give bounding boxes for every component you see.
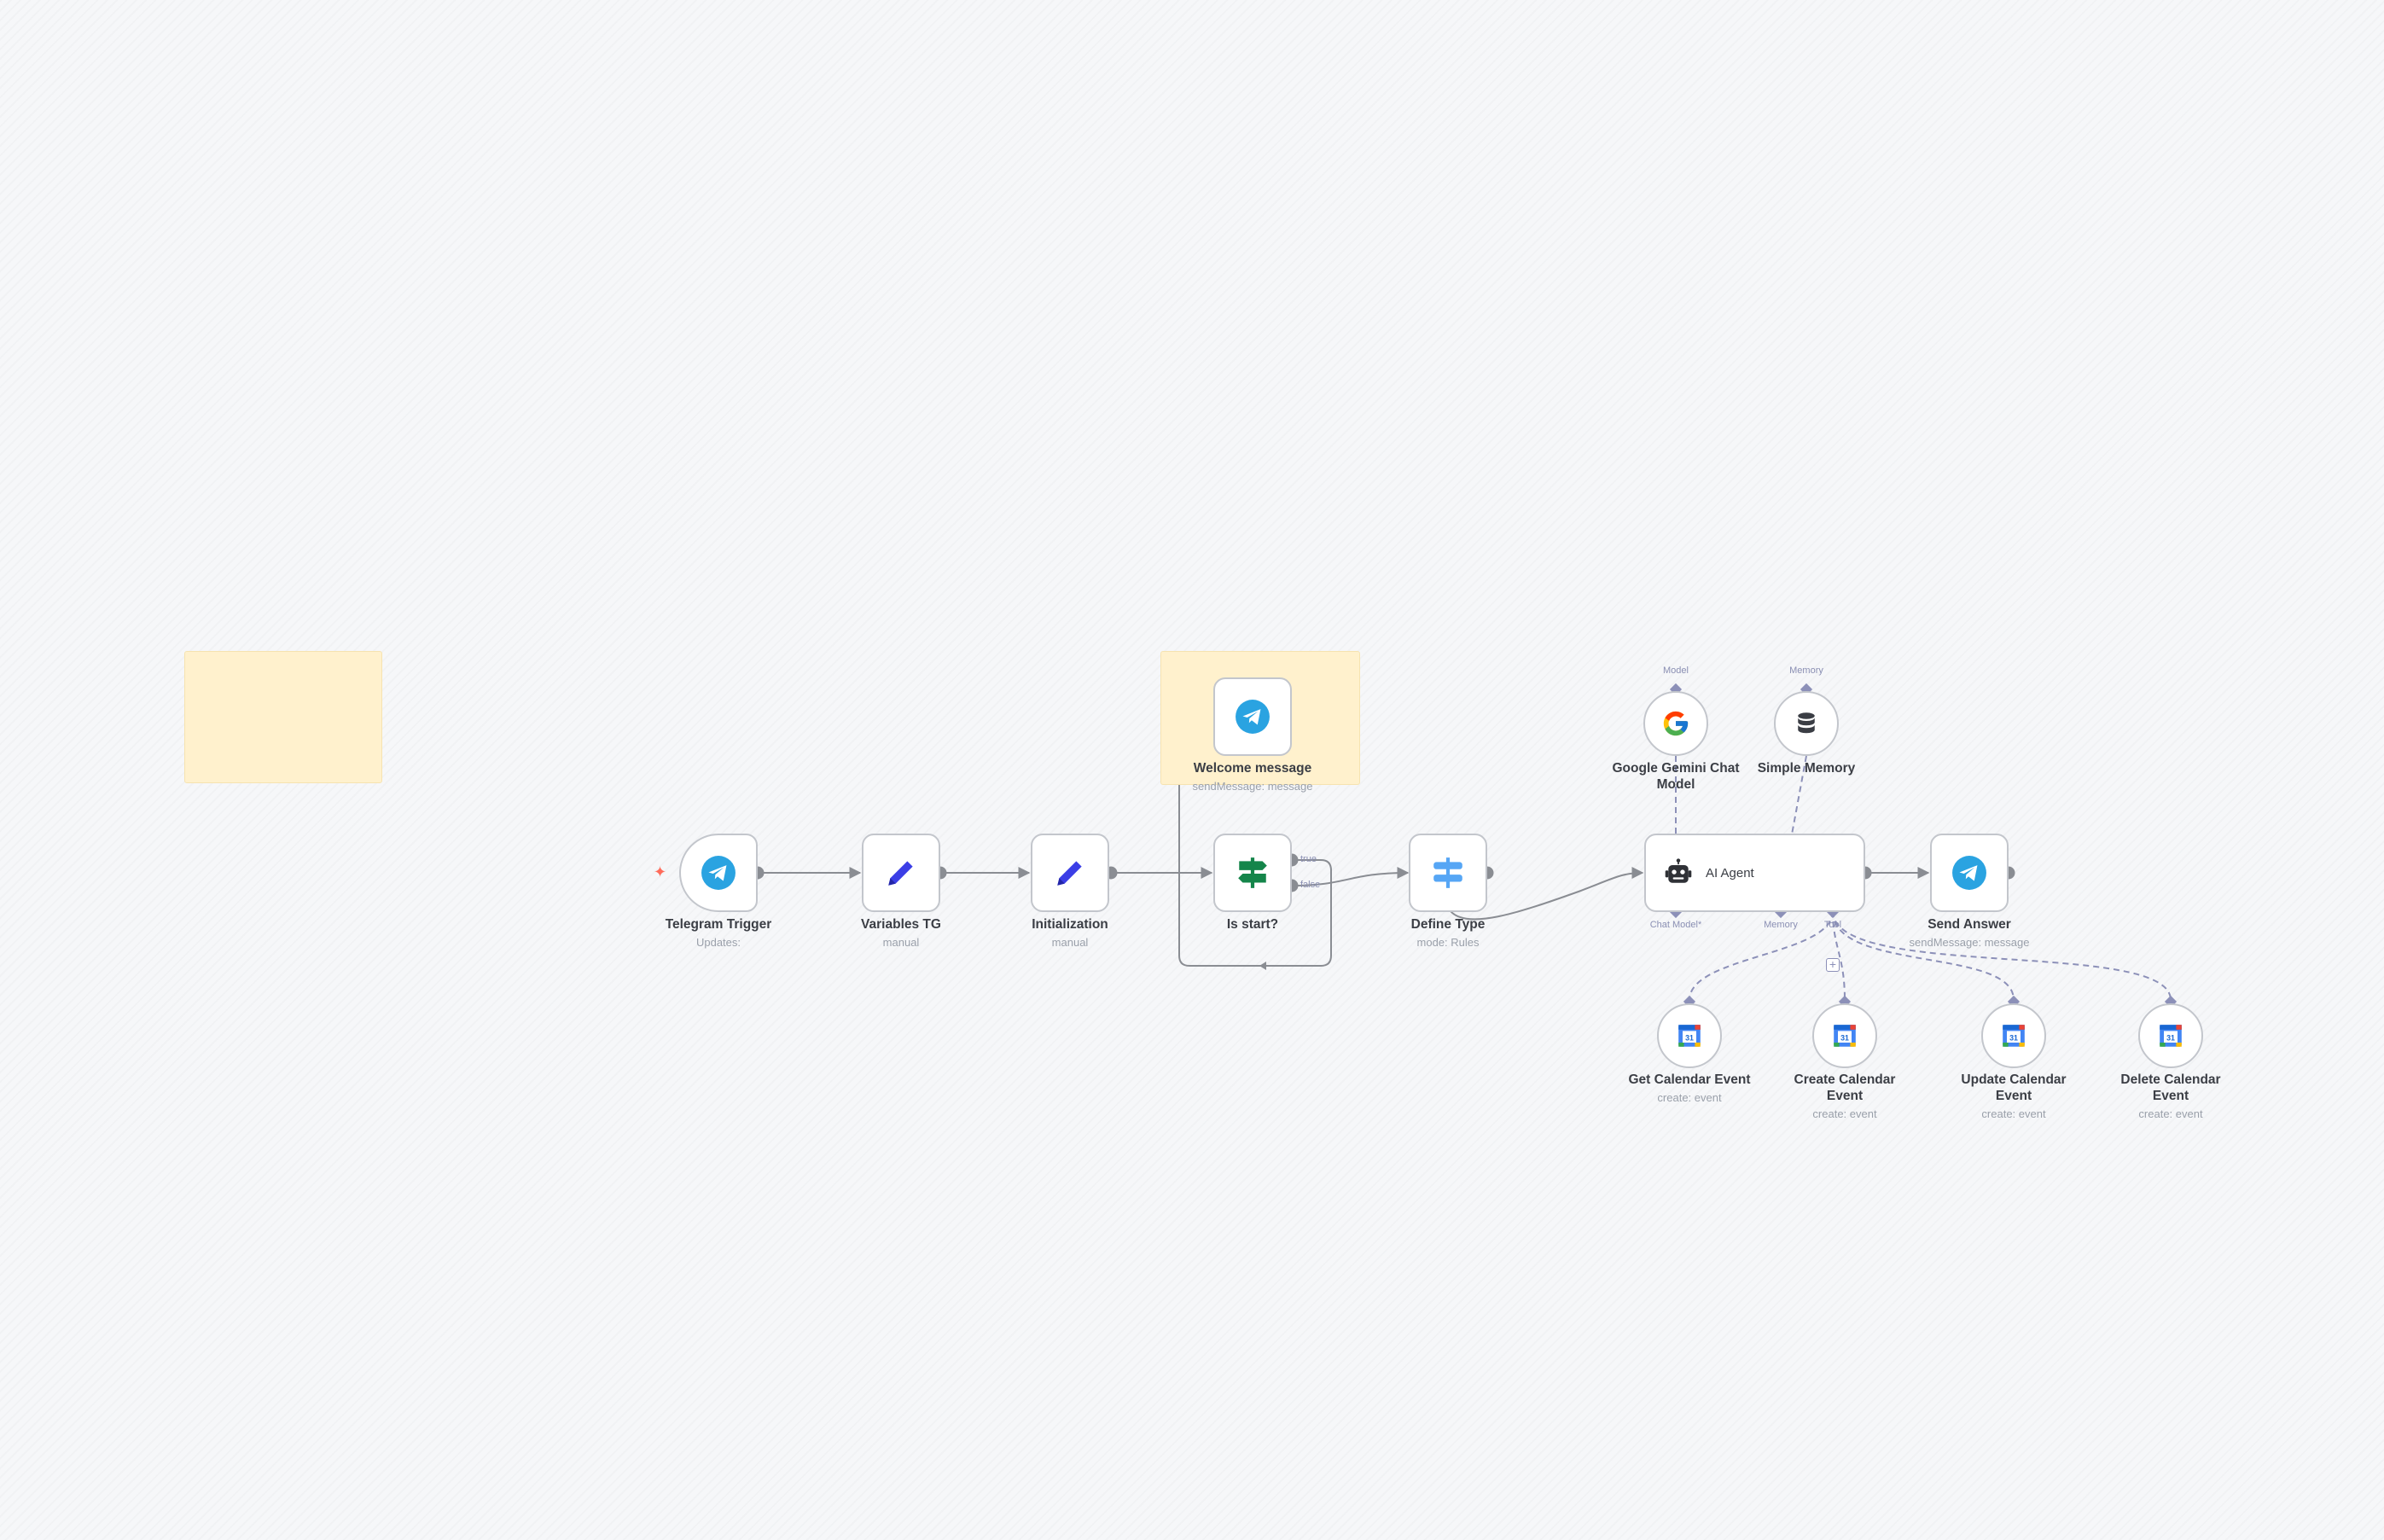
calendar-icon: 31 <box>1834 1025 1856 1047</box>
database-icon <box>1798 712 1815 734</box>
node-label: Is start? <box>1226 917 1279 932</box>
svg-text:31: 31 <box>1685 1034 1694 1043</box>
node-send-answer[interactable] <box>1930 834 2009 912</box>
sub-connection-create-event[interactable] <box>1832 910 1846 1001</box>
node-subtitle: create: event <box>2138 1107 2203 1120</box>
telegram-icon <box>1952 856 1986 890</box>
output-label-false: false <box>1300 880 1321 890</box>
node-label: Send Answer <box>1928 917 2011 932</box>
svg-text:31: 31 <box>1840 1034 1849 1043</box>
node-label: Welcome message <box>1193 761 1312 776</box>
node-google-gemini[interactable] <box>1643 691 1708 756</box>
port-label-memory: Memory <box>1789 665 1823 676</box>
node-define-type[interactable] <box>1409 834 1487 912</box>
pencil-icon <box>1057 861 1082 886</box>
add-tool-plus-icon[interactable]: + <box>1826 958 1840 972</box>
telegram-icon <box>1236 700 1270 734</box>
node-subtitle: manual <box>882 936 920 949</box>
sticky-note[interactable] <box>184 651 382 783</box>
port-label-memory: Memory <box>1764 920 1798 930</box>
connection-define-agent[interactable] <box>1450 867 1644 921</box>
node-ai-agent[interactable]: AI Agent <box>1644 834 1865 912</box>
node-label: Get Calendar Event <box>1628 1072 1751 1087</box>
node-subtitle: create: event <box>1657 1091 1722 1104</box>
node-label: Define Type <box>1410 917 1486 932</box>
robot-icon <box>1665 858 1692 883</box>
node-label: Variables TG <box>861 917 941 932</box>
port-label-model: Model <box>1663 665 1689 676</box>
node-subtitle: Updates: <box>695 936 741 949</box>
node-subtitle: manual <box>1051 936 1089 949</box>
calendar-icon: 31 <box>2160 1025 2182 1047</box>
node-label: Initialization <box>1032 917 1108 932</box>
node-label: Delete Calendar Event <box>2120 1072 2221 1103</box>
trigger-bolt-icon: ✦ <box>654 863 667 880</box>
node-subtitle: mode: Rules <box>1416 936 1480 949</box>
node-subtitle: create: event <box>1981 1107 2046 1120</box>
node-update-calendar-event[interactable]: 31 <box>1981 1003 2046 1068</box>
node-telegram-trigger[interactable] <box>679 834 758 912</box>
google-icon <box>1663 711 1689 736</box>
pencil-icon <box>888 861 913 886</box>
node-delete-calendar-event[interactable]: 31 <box>2138 1003 2203 1068</box>
node-simple-memory[interactable] <box>1774 691 1839 756</box>
signpost-icon <box>1238 857 1267 888</box>
node-subtitle: sendMessage: message <box>1909 936 2030 949</box>
ai-agent-title: AI Agent <box>1706 865 1754 880</box>
sub-connection-memory[interactable] <box>1791 755 1807 835</box>
calendar-icon: 31 <box>1678 1025 1701 1047</box>
sub-connection-update-event[interactable] <box>1832 910 2015 1001</box>
switch-icon <box>1433 857 1462 888</box>
node-label: Simple Memory <box>1757 761 1856 776</box>
telegram-icon <box>701 856 736 890</box>
node-label: Update Calendar Event <box>1961 1072 2067 1103</box>
sub-connection-delete-event[interactable] <box>1832 910 2172 1001</box>
svg-text:31: 31 <box>2166 1034 2175 1043</box>
connection-isstart-false-define[interactable] <box>1291 867 1410 886</box>
node-create-calendar-event[interactable]: 31 <box>1812 1003 1877 1068</box>
node-label: Google Gemini Chat Model <box>1612 761 1740 792</box>
calendar-icon: 31 <box>2003 1025 2025 1047</box>
output-label-true: true <box>1300 854 1317 864</box>
node-welcome-message[interactable] <box>1213 677 1292 756</box>
svg-text:31: 31 <box>2009 1034 2018 1043</box>
port-label-tool: Tool <box>1823 920 1842 930</box>
node-initialization[interactable] <box>1031 834 1109 912</box>
node-get-calendar-event[interactable]: 31 <box>1657 1003 1722 1068</box>
node-subtitle: sendMessage: message <box>1192 780 1313 793</box>
node-label: Telegram Trigger <box>665 917 772 932</box>
port-label-chat-model: Chat Model* <box>1649 920 1702 930</box>
node-variables-tg[interactable] <box>862 834 940 912</box>
node-subtitle: create: event <box>1812 1107 1877 1120</box>
node-label: Create Calendar Event <box>1794 1072 1896 1103</box>
sub-connection-get-event[interactable] <box>1689 910 1834 1001</box>
node-is-start[interactable] <box>1213 834 1292 912</box>
